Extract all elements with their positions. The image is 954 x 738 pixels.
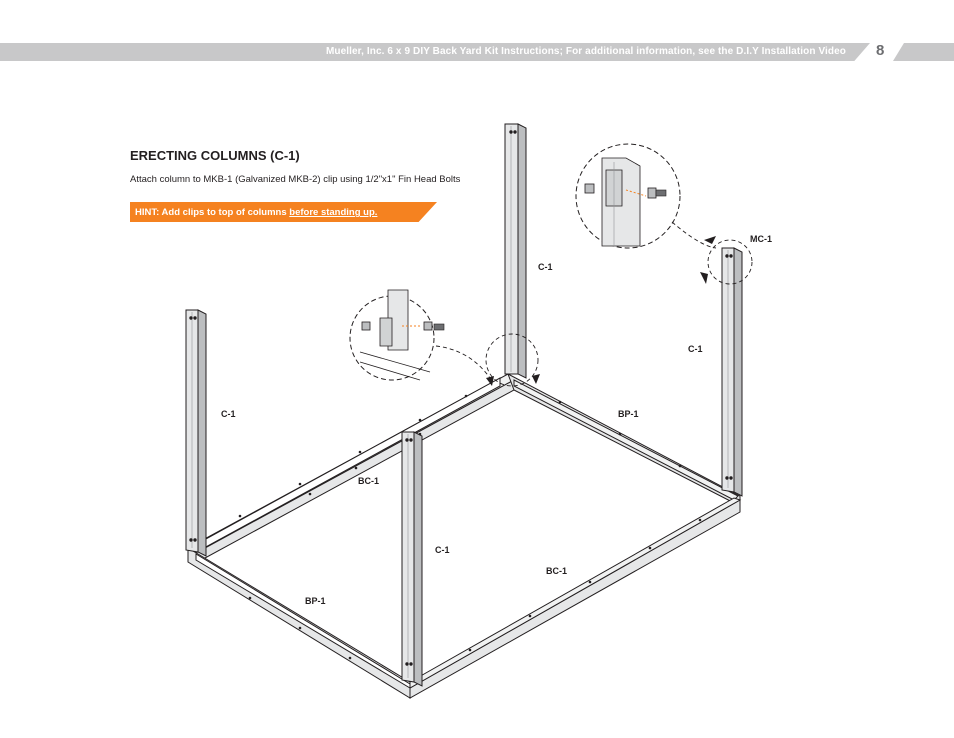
hint-prefix: HINT: Add clips to top of columns xyxy=(135,207,290,218)
header-title: Mueller, Inc. 6 x 9 DIY Back Yard Kit In… xyxy=(325,46,846,57)
base-frame xyxy=(187,372,742,699)
hint-emphasis: before standing up. xyxy=(289,207,378,218)
section-title: ERECTING COLUMNS (C-1) xyxy=(130,148,300,163)
detail-callout-bottom-clip xyxy=(349,289,540,387)
label-bp1-right: BP-1 xyxy=(618,409,639,419)
label-bp1-front: BP-1 xyxy=(305,596,326,606)
column-front xyxy=(401,431,423,687)
header-bar xyxy=(0,43,870,61)
header-bar-right xyxy=(893,43,954,61)
hint-text: HINT: Add clips to top of columns before… xyxy=(135,207,377,218)
column-left xyxy=(185,309,207,557)
detail-callout-top-clip xyxy=(575,143,753,285)
column-right xyxy=(721,247,743,497)
label-mc1: MC-1 xyxy=(750,234,772,244)
page-number: 8 xyxy=(876,42,885,59)
label-c1-front: C-1 xyxy=(435,545,450,555)
column-back xyxy=(504,123,527,379)
label-c1-right: C-1 xyxy=(688,344,703,354)
label-c1-back: C-1 xyxy=(538,262,553,272)
label-c1-left: C-1 xyxy=(221,409,236,419)
label-bc1-left: BC-1 xyxy=(358,476,380,486)
label-bc1-front: BC-1 xyxy=(546,566,568,576)
rail-holes xyxy=(238,394,702,660)
hint-banner xyxy=(130,202,437,222)
instruction-text: Attach column to MKB-1 (Galvanized MKB-2… xyxy=(130,174,461,185)
